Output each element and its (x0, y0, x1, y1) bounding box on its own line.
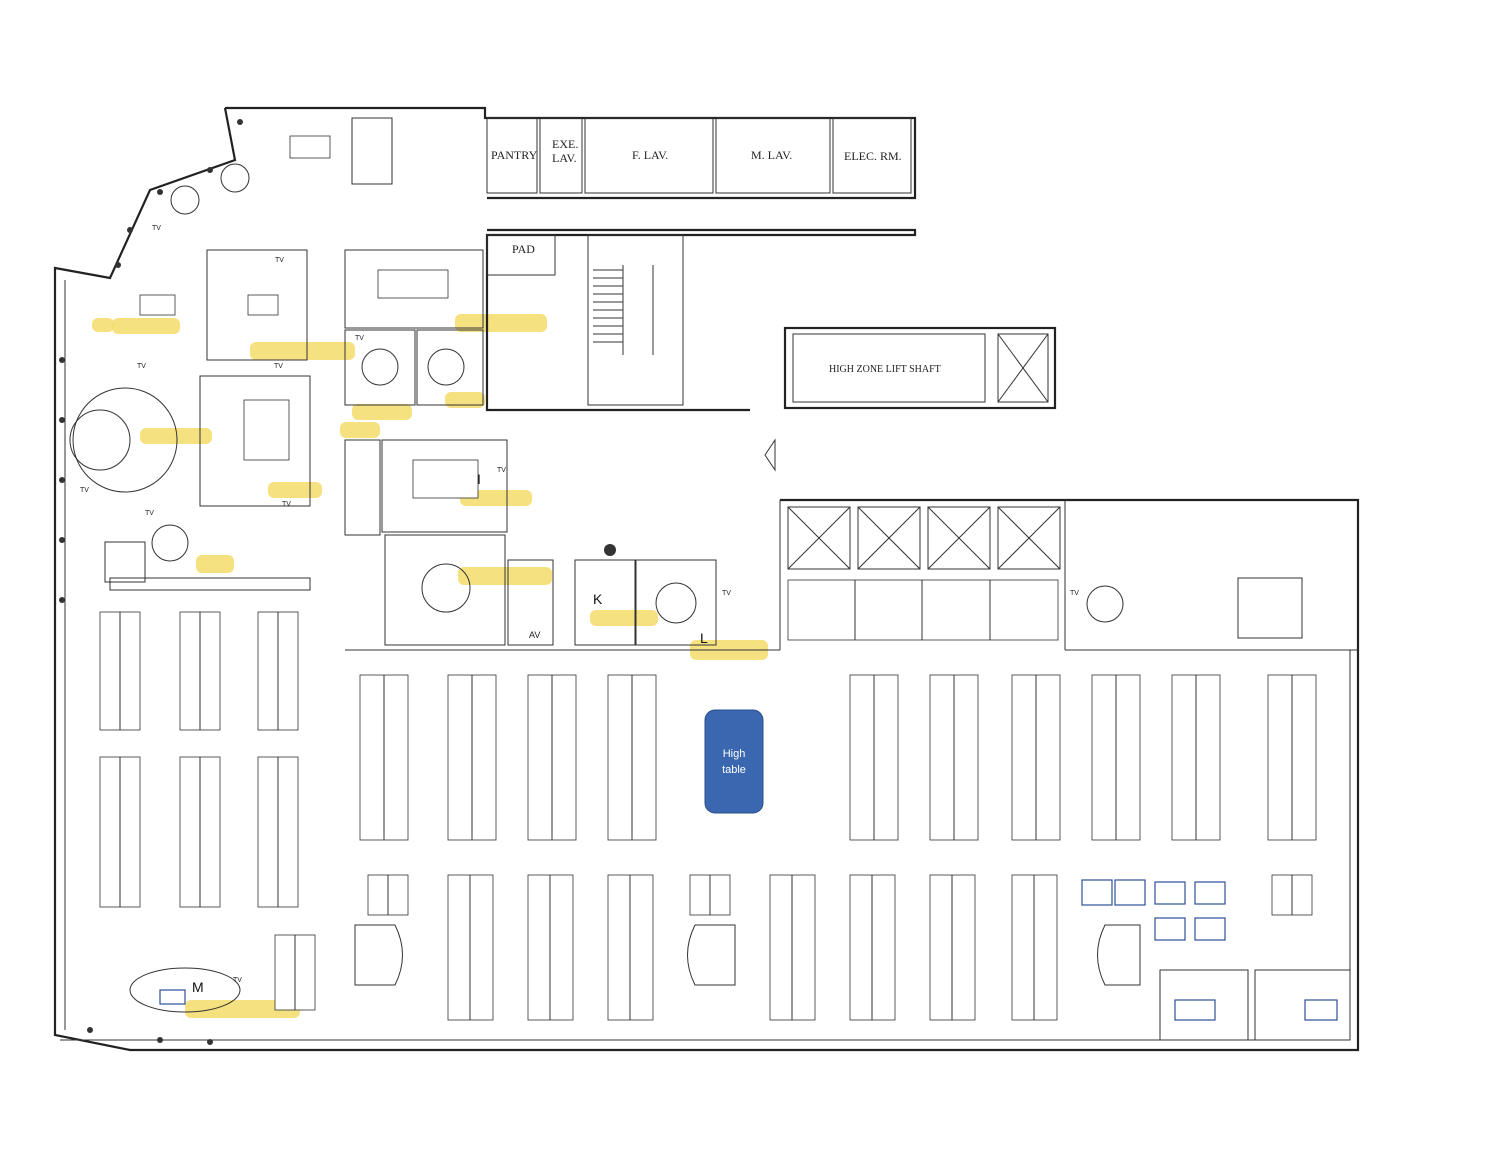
highlight-zone (140, 428, 212, 444)
room-label-av: AV (529, 630, 540, 640)
highlight-zone (268, 482, 322, 498)
highlight-zone (250, 342, 355, 360)
building-walls (53, 106, 1360, 1052)
tv-label: TV (233, 977, 242, 984)
room-markers: I K L M (192, 471, 708, 995)
entry-arrow-icon (764, 438, 776, 472)
high-table: High table (704, 709, 764, 814)
highlight-zone (590, 610, 658, 626)
tv-label: TV (152, 225, 161, 232)
highlight-zone (340, 422, 380, 438)
tv-label: TV (497, 467, 506, 474)
marker-i: I (477, 471, 481, 487)
room-label-exe-lav-line1: EXE. (552, 137, 578, 151)
tv-labels: TV TV TV TV TV TV TV TV TV TV TV TV (80, 225, 1079, 984)
highlight-zone (455, 314, 547, 332)
highlight-zone (112, 318, 180, 334)
service-rooms (351, 117, 1057, 410)
room-label-elec-rm: ELEC. RM. (844, 149, 902, 163)
meeting-rooms (69, 135, 1124, 1013)
marker-k: K (593, 591, 603, 607)
high-table-shape (704, 709, 764, 814)
tv-label: TV (355, 335, 364, 342)
room-label-lift-shaft: HIGH ZONE LIFT SHAFT (829, 364, 941, 375)
tv-label: TV (722, 590, 731, 597)
stair-treads (593, 265, 654, 355)
highlight-zone (185, 1000, 300, 1018)
blue-desk-group (1081, 879, 1351, 1041)
highlight-zone (445, 392, 485, 408)
tv-label: TV (80, 487, 89, 494)
tv-label: TV (1070, 590, 1079, 597)
room-label-pad: PAD (512, 242, 535, 256)
tv-label: TV (275, 257, 284, 264)
tv-label: TV (282, 501, 291, 508)
room-label-f-lav: F. LAV. (632, 148, 668, 162)
tv-label: TV (145, 510, 154, 517)
highlight-zone (352, 404, 412, 420)
tv-label: TV (274, 363, 283, 370)
highlight-zone (196, 555, 234, 573)
lift-cars (787, 506, 1303, 639)
room-label-exe-lav-line2: LAV. (552, 151, 577, 165)
workstation-clusters (99, 579, 1317, 1021)
marker-m: M (192, 979, 204, 995)
room-label-pantry: PANTRY (491, 148, 538, 162)
tv-label: TV (137, 363, 146, 370)
facade-plants (59, 119, 616, 1045)
high-table-label-line2: table (722, 764, 746, 776)
room-label-m-lav: M. LAV. (751, 148, 792, 162)
room-labels: PANTRY EXE. LAV. F. LAV. M. LAV. ELEC. R… (491, 137, 941, 640)
high-table-label-line1: High (723, 748, 746, 760)
marker-l: L (700, 630, 708, 646)
highlight-zone (92, 318, 114, 332)
